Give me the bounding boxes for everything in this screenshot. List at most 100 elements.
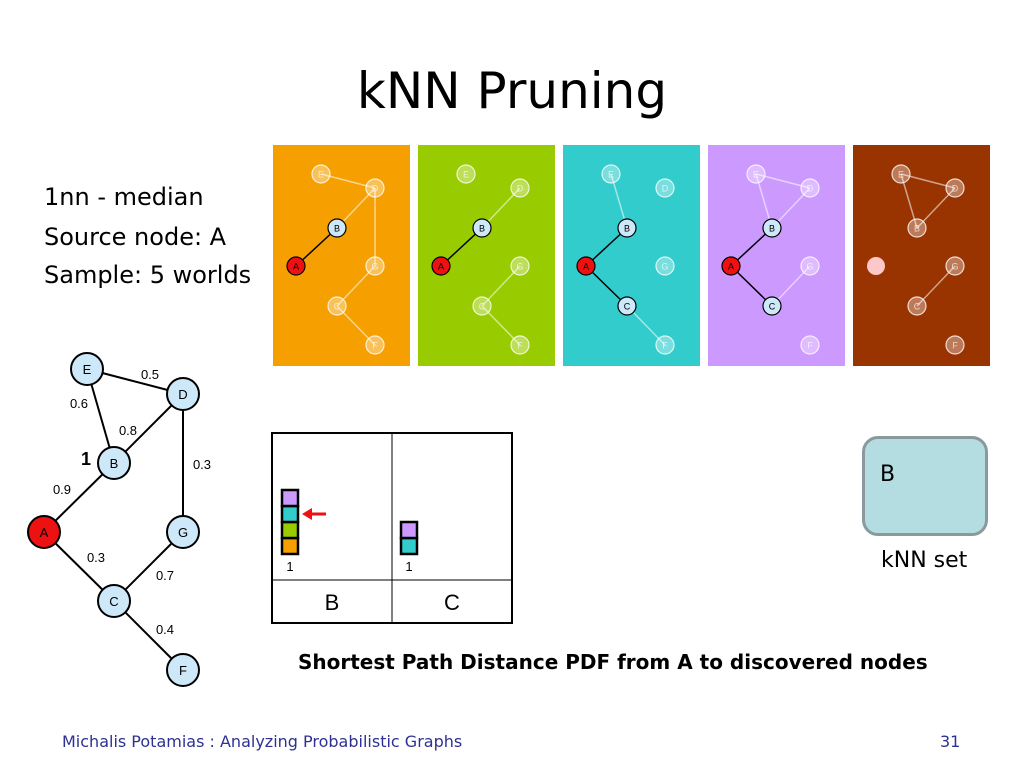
world-5-node-label-E: E: [898, 170, 904, 180]
info-source-node: Source node: A: [44, 223, 227, 251]
pdf-B-distance-tick: 1: [286, 559, 293, 574]
world-1-node-D: [365, 178, 385, 198]
world-1-node-A: [286, 256, 306, 276]
world-5-node-label-F: F: [952, 341, 958, 351]
edge-weight-D-G: 0.3: [193, 457, 211, 472]
edge-weight-C-G: 0.7: [156, 568, 174, 583]
world-5-node-label-C: C: [914, 302, 921, 312]
pdf-B-sample-2: [280, 520, 300, 540]
node-A: [27, 515, 61, 549]
world-4-node-label-D: D: [807, 184, 814, 194]
world-1-node-label-B: B: [334, 224, 340, 234]
world-2-node-label-C: C: [479, 302, 486, 312]
world-1-node-E: [311, 164, 331, 184]
world-1-node-F: [365, 335, 385, 355]
world-2-node-A: [431, 256, 451, 276]
world-3-node-D: [655, 178, 675, 198]
world-5-node-G: [945, 256, 965, 276]
world-1-node-label-E: E: [318, 170, 324, 180]
world-3-node-label-B: B: [624, 224, 630, 234]
world-3-node-B: [617, 218, 637, 238]
info-method: 1nn - median: [44, 183, 204, 211]
pdf-B-sample-3: [280, 504, 300, 524]
world-panel-1: [273, 145, 410, 366]
world-2-node-G: [510, 256, 530, 276]
node-label-D: D: [178, 387, 187, 402]
edge-weight-E-D: 0.5: [141, 367, 159, 382]
world-2-node-D: [510, 178, 530, 198]
pdf-column-B: B: [325, 590, 340, 615]
world-5-node-F: [945, 335, 965, 355]
world-4-node-label-E: E: [753, 170, 759, 180]
world-2-node-label-G: G: [516, 262, 523, 272]
pdf-C-sample-1: [399, 536, 419, 556]
node-B: [97, 446, 131, 480]
world-4-node-E: [746, 164, 766, 184]
node-label-G: G: [178, 525, 188, 540]
world-1-node-label-C: C: [334, 302, 341, 312]
world-4-node-label-F: F: [807, 341, 813, 351]
edge-weight-E-B: 0.6: [70, 396, 88, 411]
pdf-B-sample-1: [280, 536, 300, 556]
node-G: [166, 515, 200, 549]
world-5-node-label-G: G: [951, 262, 958, 272]
edge-weight-A-C: 0.3: [87, 550, 105, 565]
info-sample: Sample: 5 worlds: [44, 261, 252, 289]
slide-title: kNN Pruning: [356, 62, 668, 120]
node-label-E: E: [83, 362, 92, 377]
world-4-node-label-C: C: [769, 302, 776, 312]
world-3-node-label-C: C: [624, 302, 631, 312]
node-label-A: A: [40, 525, 49, 540]
world-3-node-E: [601, 164, 621, 184]
node-C: [97, 584, 131, 618]
world-4-node-D: [800, 178, 820, 198]
pdf-caption: Shortest Path Distance PDF from A to dis…: [298, 650, 928, 674]
pdf-column-C: C: [444, 590, 460, 615]
world-1-node-G: [365, 256, 385, 276]
world-1-node-C: [327, 296, 347, 316]
world-3-node-label-E: E: [608, 170, 614, 180]
world-3-node-F: [655, 335, 675, 355]
world-4-node-label-B: B: [769, 224, 775, 234]
world-2-node-B: [472, 218, 492, 238]
node-label-C: C: [109, 594, 118, 609]
world-1-node-label-G: G: [371, 262, 378, 272]
world-3-node-label-F: F: [662, 341, 668, 351]
node-label-F: F: [179, 663, 187, 678]
node-F: [166, 653, 200, 687]
world-4-node-F: [800, 335, 820, 355]
world-2-node-label-A: A: [438, 262, 444, 272]
pdf-C-sample-2: [399, 520, 419, 540]
world-2-node-E: [456, 164, 476, 184]
world-5-node-A: [867, 257, 885, 275]
knn-set-item: B: [880, 462, 896, 487]
world-1-node-label-D: D: [372, 184, 379, 194]
world-panel-2: [418, 145, 555, 366]
node-E: [70, 352, 104, 386]
world-4-node-A: [721, 256, 741, 276]
world-panel-3: [563, 145, 700, 366]
world-1-node-label-F: F: [372, 341, 378, 351]
world-2-node-label-D: D: [517, 184, 524, 194]
world-5-node-D: [945, 178, 965, 198]
world-2-node-F: [510, 335, 530, 355]
world-panel-4: [708, 145, 845, 366]
world-3-node-label-G: G: [661, 262, 668, 272]
knn-set-label: kNN set: [881, 548, 968, 573]
world-2-node-label-B: B: [479, 224, 485, 234]
median-arrow-head: [302, 508, 312, 520]
pdf-C-distance-tick: 1: [405, 559, 412, 574]
world-4-node-B: [762, 218, 782, 238]
world-4-node-C: [762, 296, 782, 316]
world-3-node-G: [655, 256, 675, 276]
knn-set-box: [862, 436, 988, 536]
world-3-node-label-D: D: [662, 184, 669, 194]
edge-weight-B-D: 0.8: [119, 423, 137, 438]
node-label-B: B: [110, 456, 119, 471]
world-1-node-label-A: A: [293, 262, 299, 272]
footer-text: Michalis Potamias : Analyzing Probabilis…: [62, 732, 463, 751]
world-5-node-label-B: B: [914, 224, 920, 234]
world-1-node-B: [327, 218, 347, 238]
